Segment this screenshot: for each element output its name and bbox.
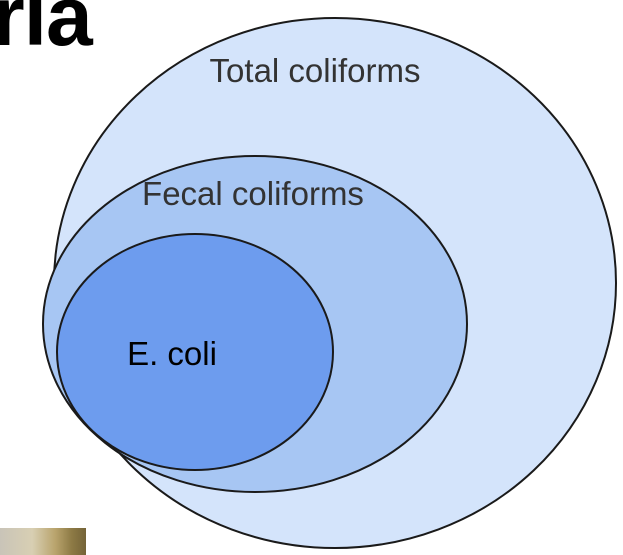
label-total-coliforms: Total coliforms [210,52,421,89]
label-fecal-coliforms: Fecal coliforms [142,175,364,212]
photo-fragment [0,528,92,555]
label-e-coli: E. coli [127,335,217,372]
